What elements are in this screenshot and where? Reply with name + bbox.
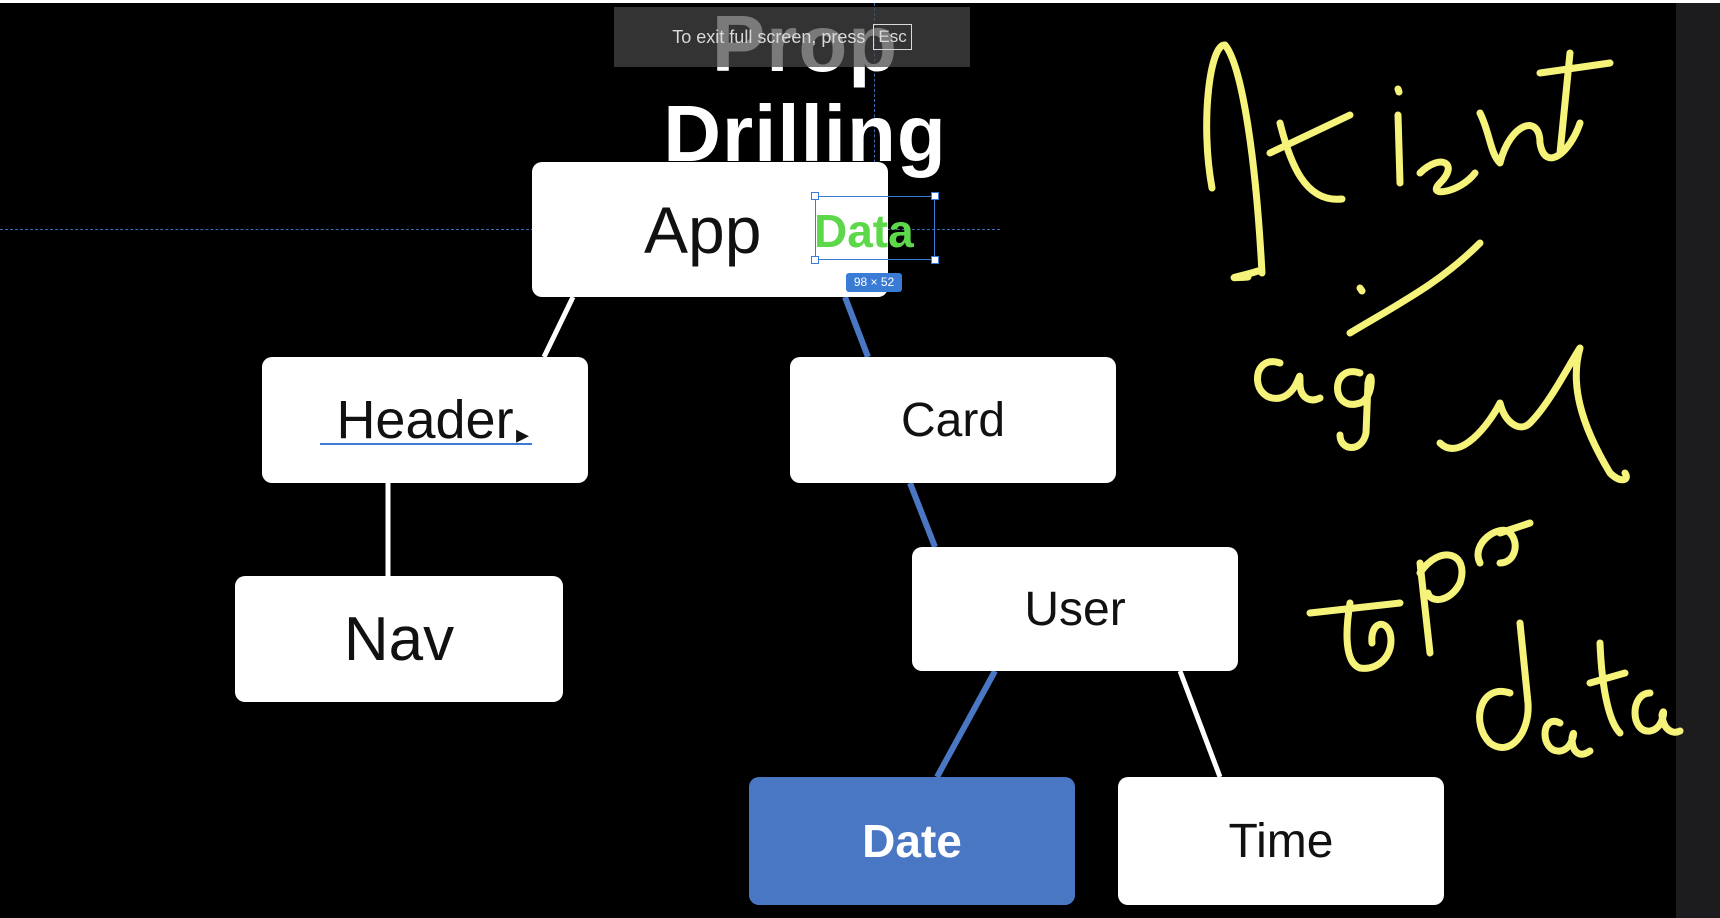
data-text-box[interactable]: Data <box>814 205 914 257</box>
tree-edges <box>385 295 1223 779</box>
node-time-label: Time <box>1228 814 1334 868</box>
ink-to-pass <box>1306 519 1534 672</box>
fullscreen-toast-text: To exit full screen, press <box>672 26 866 47</box>
right-edge-panel <box>1676 3 1720 918</box>
node-date[interactable]: Date <box>749 777 1075 905</box>
resize-handle-top-left[interactable] <box>811 192 819 200</box>
node-card[interactable]: Card <box>790 357 1116 483</box>
mouse-pointer-icon: ▸ <box>516 419 530 449</box>
node-time[interactable]: Time <box>1118 777 1444 905</box>
ink-a-good <box>1254 239 1484 451</box>
node-card-label: Card <box>900 393 1006 447</box>
resize-handle-bottom-right[interactable] <box>931 256 939 264</box>
edge-user-date <box>934 669 998 779</box>
node-nav[interactable]: Nav <box>235 576 563 702</box>
esc-key-hint: Esc <box>873 24 912 50</box>
text-cursor-underline <box>320 443 532 445</box>
ink-is-not <box>1394 49 1614 196</box>
node-nav-label: Nav <box>343 604 455 674</box>
node-header[interactable]: Header <box>262 357 588 483</box>
slide-canvas: Prop Drilling To exit full screen, press… <box>0 3 1720 918</box>
edge-app-header <box>541 295 576 359</box>
ink-data <box>1476 619 1684 758</box>
alignment-guide-horizontal <box>0 229 1000 230</box>
edge-app-card <box>842 295 871 359</box>
node-header-label: Header <box>336 390 514 450</box>
node-date-label: Date <box>862 815 962 867</box>
node-app[interactable]: App <box>532 162 888 297</box>
fullscreen-exit-toast: To exit full screen, press Esc <box>614 7 970 67</box>
node-app-label: App <box>644 192 762 267</box>
edge-user-time <box>1177 670 1223 778</box>
selection-size-tag: 98 × 52 <box>846 273 902 292</box>
node-user-label: User <box>1024 582 1126 636</box>
node-user[interactable]: User <box>912 547 1238 671</box>
resize-handle-bottom-left[interactable] <box>811 256 819 264</box>
handwritten-annotation <box>1203 41 1684 758</box>
resize-handle-top-right[interactable] <box>931 192 939 200</box>
ink-it <box>1203 41 1354 282</box>
edge-card-user <box>907 481 938 549</box>
alignment-guide-vertical <box>874 3 875 193</box>
selection-box[interactable] <box>815 196 935 260</box>
ink-way <box>1436 344 1630 484</box>
